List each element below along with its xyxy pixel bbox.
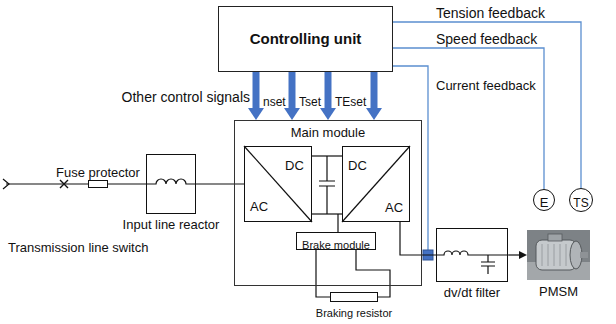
brake-feed-wire (337, 214, 338, 232)
edge-label-holder: Tension feedback (436, 4, 545, 22)
edge-label-holder: Other control signals (122, 88, 250, 106)
node-text: DC (348, 159, 367, 174)
motor-shaft (580, 252, 588, 258)
text-holder: E (540, 193, 549, 211)
node-text: dv/dt filter (444, 286, 500, 301)
text-holder: TS (573, 193, 588, 211)
text-holder: Brake module (302, 235, 370, 253)
node-text: E (540, 196, 549, 211)
control-box: Controlling unit (218, 6, 393, 72)
power-wire (108, 183, 146, 184)
label-holder: Current feedback (436, 76, 536, 94)
node-text: DC (285, 159, 304, 174)
node-text: AC (385, 201, 403, 216)
switch-symbol (60, 180, 68, 188)
line-terminal (3, 179, 9, 189)
node-text: Braking resistor (316, 307, 392, 320)
node-text: Controlling unit (250, 30, 362, 47)
module-box: Main moduleAC DC DC AC Brake module (234, 120, 422, 286)
node-text: Main module (291, 126, 365, 141)
power-wire (508, 254, 519, 255)
edge-label: nset (263, 96, 286, 110)
edge-label: Tension feedback (436, 5, 545, 21)
resistor-wire (356, 250, 390, 297)
supply-line (6, 183, 88, 184)
text-holder: DC (348, 156, 367, 174)
converter-diagonal (244, 146, 312, 222)
edge-label-holder: TEset (335, 92, 366, 110)
converter-box: AC DC (244, 146, 312, 222)
cooling-fins (542, 244, 566, 266)
node-text: PMSM (539, 285, 578, 300)
edge-label-holder: nset (263, 92, 286, 110)
filter-inductor (436, 251, 508, 255)
text-holder: Braking resistor (316, 303, 392, 321)
control-arrow (325, 72, 332, 108)
text-holder: AC (250, 197, 268, 215)
feedback-line (393, 48, 544, 189)
power-wire (196, 183, 244, 184)
control-arrow (371, 72, 378, 108)
text-holder: Main module (291, 123, 365, 141)
power-wire (312, 155, 342, 156)
node-text: AC (250, 200, 268, 215)
power-wire (400, 222, 436, 255)
filter-capacitor (481, 255, 495, 274)
current-feedback-line (393, 66, 428, 250)
edge-label: Other control signals (122, 89, 250, 105)
text-holder: PMSM (539, 282, 578, 300)
text-holder: Controlling unit (250, 30, 362, 48)
motor-node: PMSM (527, 230, 590, 280)
node-text: Fuse protector (56, 166, 140, 181)
fuse-symbol: Fuse protector (88, 180, 108, 188)
signal-label: Current feedback (436, 79, 536, 94)
edge-label: Tset (299, 96, 321, 110)
node-text: Brake module (302, 239, 370, 252)
power-wire (316, 250, 330, 297)
capacitor-symbol (319, 156, 335, 214)
edge-label-holder: Speed feedback (436, 30, 537, 48)
edge-label-holder: Tset (299, 92, 321, 110)
text-holder: AC (385, 198, 403, 216)
encoder-circle: E (533, 189, 555, 211)
text-holder: Input line reactor (123, 215, 220, 233)
converter-diagonal (342, 146, 410, 222)
filter-box: dv/dt filter (436, 228, 508, 282)
sensor-circle: TS (569, 188, 593, 212)
switch-label: Transmission line switch (8, 241, 148, 256)
text-holder: dv/dt filter (444, 283, 500, 301)
text-holder: DC (285, 156, 304, 174)
edge-label: TEset (335, 96, 366, 110)
photo-background (527, 230, 590, 280)
text-holder: Fuse protector (56, 163, 140, 181)
resistor-symbol: Braking resistor (330, 292, 378, 302)
control-arrow (289, 72, 296, 108)
label-holder: Transmission line switch (8, 238, 148, 256)
terminal-box (548, 234, 562, 241)
edge-label: Speed feedback (436, 31, 537, 47)
reactor-box: Input line reactor (146, 154, 196, 214)
converter-box: DC AC (342, 146, 410, 222)
brake-box: Brake module (296, 232, 376, 250)
node-text: Input line reactor (123, 218, 220, 233)
inductor-symbol (146, 179, 196, 184)
node-text: TS (573, 197, 588, 211)
control-arrow (253, 72, 260, 108)
motor-photo (527, 230, 590, 280)
